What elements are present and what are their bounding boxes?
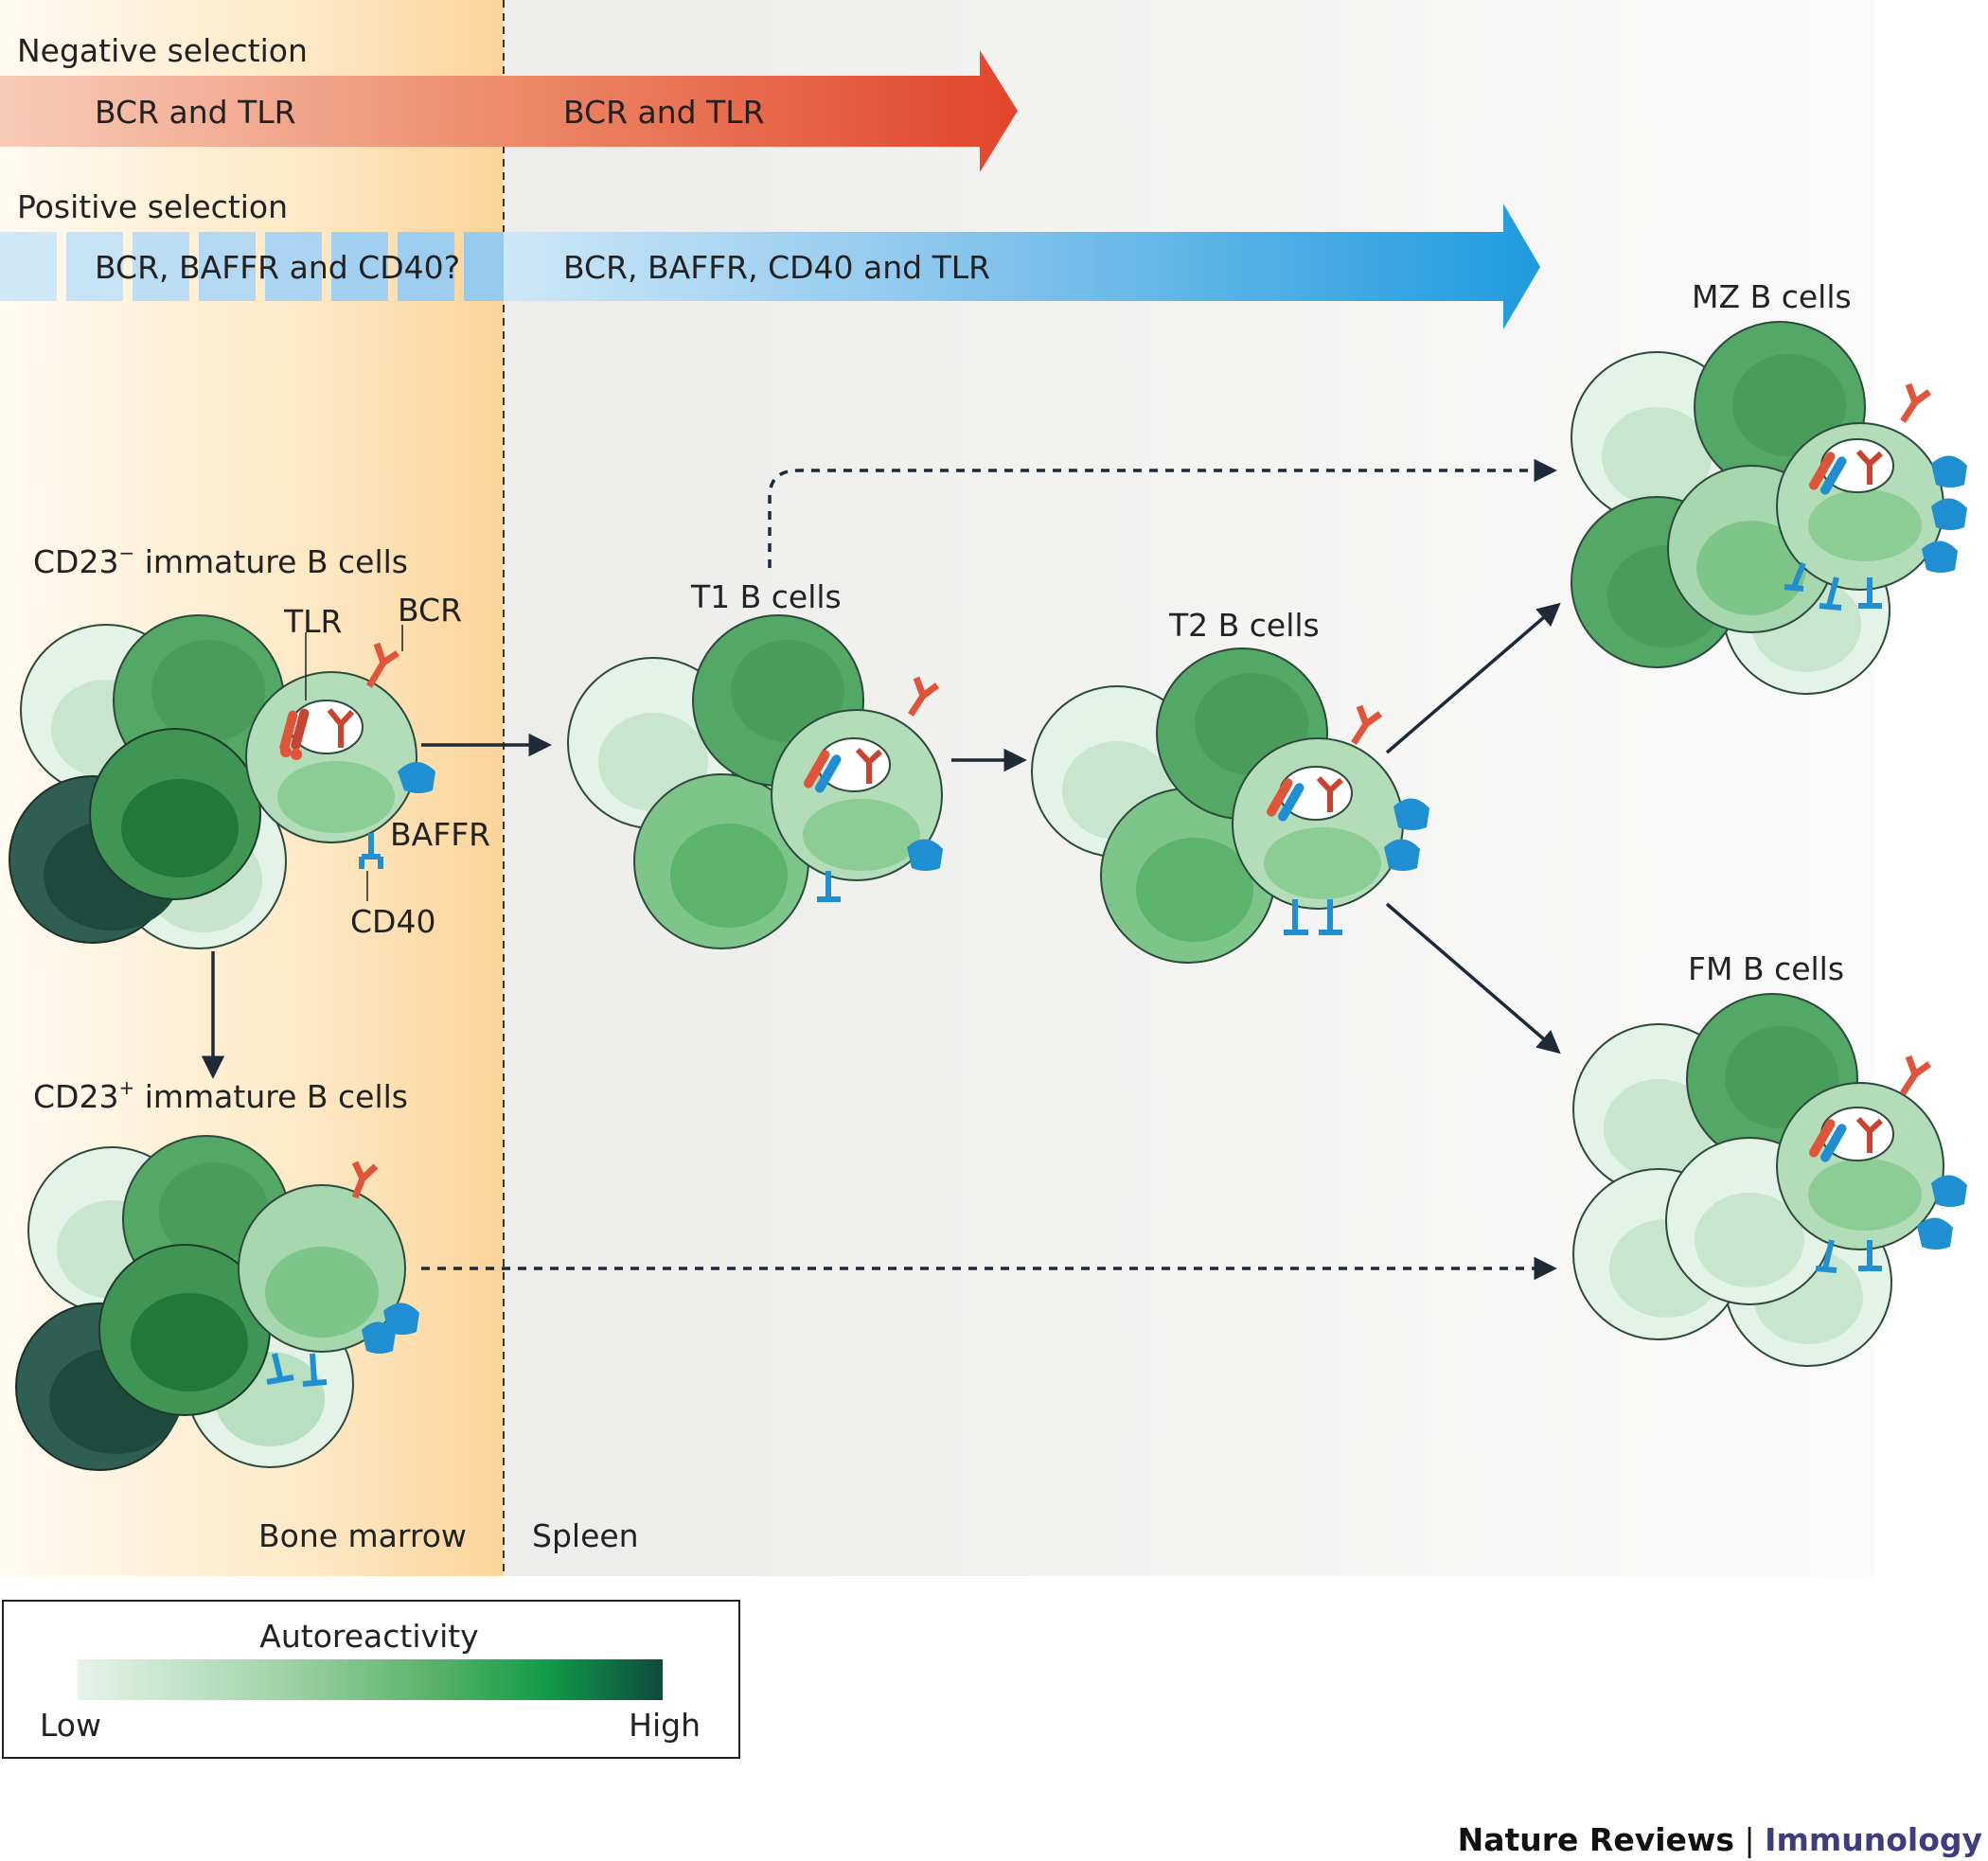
cd23-pos-cell-cluster (15, 1135, 419, 1471)
positive-spleen-label: BCR, BAFFR, CD40 and TLR (563, 249, 990, 286)
t2-label: T2 B cells (1168, 607, 1320, 644)
negative-selection-title: Negative selection (17, 32, 308, 69)
baffr-label: BAFFR (390, 816, 490, 853)
negative-spleen-label: BCR and TLR (563, 94, 765, 131)
tlr-label: TLR (283, 603, 342, 640)
mz-label: MZ B cells (1692, 278, 1852, 315)
negative-selection-arrow (0, 50, 1018, 172)
fm-label: FM B cells (1688, 950, 1844, 987)
cd23-neg-label: CD23− immature B cells (33, 541, 408, 580)
bcr-inside (327, 708, 355, 748)
legend-gradient-bar (78, 1659, 663, 1700)
autoreactivity-legend: Autoreactivity Low High (2, 1600, 740, 1759)
bcr-receptor (365, 642, 399, 688)
t2-cell-cluster (1031, 647, 1429, 964)
fm-cell-cluster (1572, 993, 1967, 1367)
arrow-t2-to-mz (1385, 602, 1561, 754)
cd23-neg-cell-cluster (9, 614, 435, 949)
positive-selection-title: Positive selection (17, 188, 288, 225)
positive-selection-dashed-segment (0, 232, 504, 301)
cd40-label: CD40 (350, 903, 435, 940)
positive-bone-marrow-label: BCR, BAFFR and CD40? (95, 249, 460, 286)
bone-marrow-label: Bone marrow (258, 1517, 467, 1554)
mz-cell-cluster (1571, 321, 1967, 695)
legend-title: Autoreactivity (259, 1618, 478, 1655)
arrow-t2-to-fm (1385, 902, 1561, 1055)
bcr-label: BCR (398, 592, 462, 629)
t1-cell-cluster (567, 614, 943, 949)
spleen-label: Spleen (532, 1517, 639, 1554)
journal-credit: Nature Reviews | Immunology (1458, 1821, 1982, 1858)
legend-low-label: Low (40, 1707, 101, 1744)
t1-label: T1 B cells (690, 578, 842, 615)
positive-selection-arrow (504, 204, 1540, 329)
cd23-pos-label: CD23+ immature B cells (33, 1076, 408, 1115)
arrow-t1-to-mz-dashed (768, 458, 1557, 568)
tlr-receptor (279, 708, 310, 760)
negative-bone-marrow-label: BCR and TLR (95, 94, 296, 131)
cd40-receptor (359, 833, 383, 869)
legend-high-label: High (629, 1707, 701, 1744)
baffr-receptor (398, 762, 435, 793)
